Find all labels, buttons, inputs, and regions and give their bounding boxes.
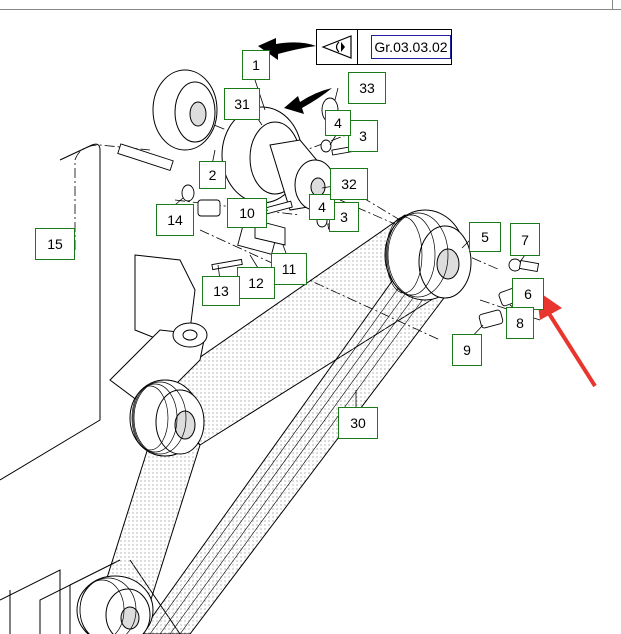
callout-part-12[interactable]: 12 bbox=[237, 267, 275, 299]
callout-part-2[interactable]: 2 bbox=[199, 161, 226, 189]
callout-part-8[interactable]: 8 bbox=[506, 307, 534, 339]
lower-pulley-1 bbox=[129, 379, 205, 457]
view-direction-icon bbox=[321, 35, 352, 59]
callout-part-32[interactable]: 32 bbox=[330, 168, 368, 200]
callout-part-9[interactable]: 9 bbox=[452, 334, 482, 366]
main-pulley bbox=[384, 209, 472, 301]
callout-part-15[interactable]: 15 bbox=[35, 228, 75, 260]
callout-part-30[interactable]: 30 bbox=[338, 407, 378, 439]
callout-part-1[interactable]: 1 bbox=[242, 50, 270, 80]
callout-part-7[interactable]: 7 bbox=[510, 223, 540, 256]
callout-part-13[interactable]: 13 bbox=[202, 276, 240, 306]
sheet-border-tick bbox=[612, 0, 613, 10]
callout-part-5[interactable]: 5 bbox=[469, 222, 501, 252]
group-reference-divider bbox=[357, 30, 358, 64]
lower-pulley-2 bbox=[76, 575, 154, 634]
callout-part-4[interactable]: 4 bbox=[325, 110, 351, 136]
callout-part-3[interactable]: 3 bbox=[348, 120, 378, 152]
sheet-border-line bbox=[0, 9, 621, 10]
callout-part-10[interactable]: 10 bbox=[227, 198, 267, 228]
callout-part-14[interactable]: 14 bbox=[156, 204, 194, 236]
hub-cover bbox=[152, 69, 218, 151]
group-reference-box: Gr.03.03.02 bbox=[316, 29, 452, 65]
annotation-arrow bbox=[536, 290, 597, 388]
direction-arrows bbox=[258, 38, 332, 114]
callout-part-33[interactable]: 33 bbox=[348, 72, 386, 104]
callout-part-31[interactable]: 31 bbox=[224, 88, 260, 120]
callout-part-6[interactable]: 6 bbox=[512, 278, 544, 310]
tensioner-arm bbox=[109, 254, 208, 411]
callout-part-11[interactable]: 11 bbox=[271, 253, 307, 285]
group-reference-label[interactable]: Gr.03.03.02 bbox=[371, 35, 451, 59]
